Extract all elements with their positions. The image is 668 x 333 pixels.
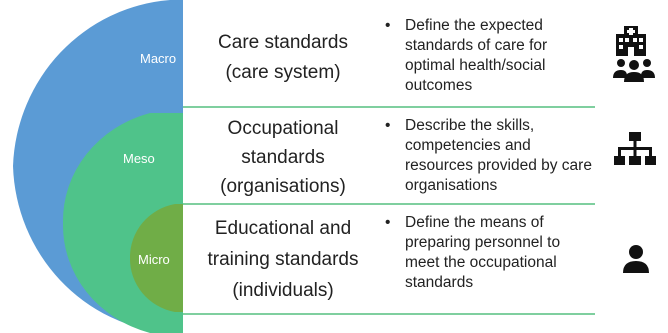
- micro-ellipse: [129, 204, 183, 312]
- micro-description: • Define the means of preparing personne…: [385, 213, 597, 293]
- micro-title-line1: Educational and: [214, 218, 352, 239]
- macro-bullet: •: [385, 17, 391, 34]
- meso-title-line2: standards: [241, 147, 325, 168]
- meso-description-text: Describe the skills, competencies and re…: [405, 117, 592, 194]
- micro-bullet: •: [385, 214, 391, 231]
- micro-title: Educational and training standards (indi…: [183, 213, 383, 306]
- micro-title-line3: (individuals): [232, 280, 334, 301]
- macro-title: Care standards (care system): [183, 28, 383, 88]
- org-chart-icon: [614, 132, 656, 165]
- micro-title-line2: training standards: [207, 249, 359, 270]
- meso-bullet: •: [385, 117, 391, 134]
- meso-title-line1: Occupational: [227, 118, 339, 139]
- meso-title: Occupational standards (organisations): [183, 114, 383, 201]
- meso-title-line3: (organisations): [220, 176, 346, 197]
- macro-label: Macro: [140, 51, 177, 66]
- hospital-and-people-icon: [613, 26, 655, 82]
- meso-label: Meso: [123, 151, 155, 166]
- bottom-row: [183, 314, 595, 333]
- meso-row: Occupational standards (organisations) •…: [183, 107, 595, 204]
- person-icon: [623, 245, 649, 273]
- micro-label: Micro: [138, 252, 170, 267]
- macro-title-line2: (care system): [225, 62, 341, 83]
- macro-title-line1: Care standards: [218, 32, 348, 53]
- macro-row: Care standards (care system) • Define th…: [183, 12, 595, 107]
- macro-description-text: Define the expected standards of care fo…: [405, 17, 548, 94]
- micro-row: Educational and training standards (indi…: [183, 204, 595, 314]
- macro-description: • Define the expected standards of care …: [385, 16, 597, 96]
- meso-description: • Describe the skills, competencies and …: [385, 116, 597, 196]
- micro-description-text: Define the means of preparing personnel …: [405, 214, 561, 291]
